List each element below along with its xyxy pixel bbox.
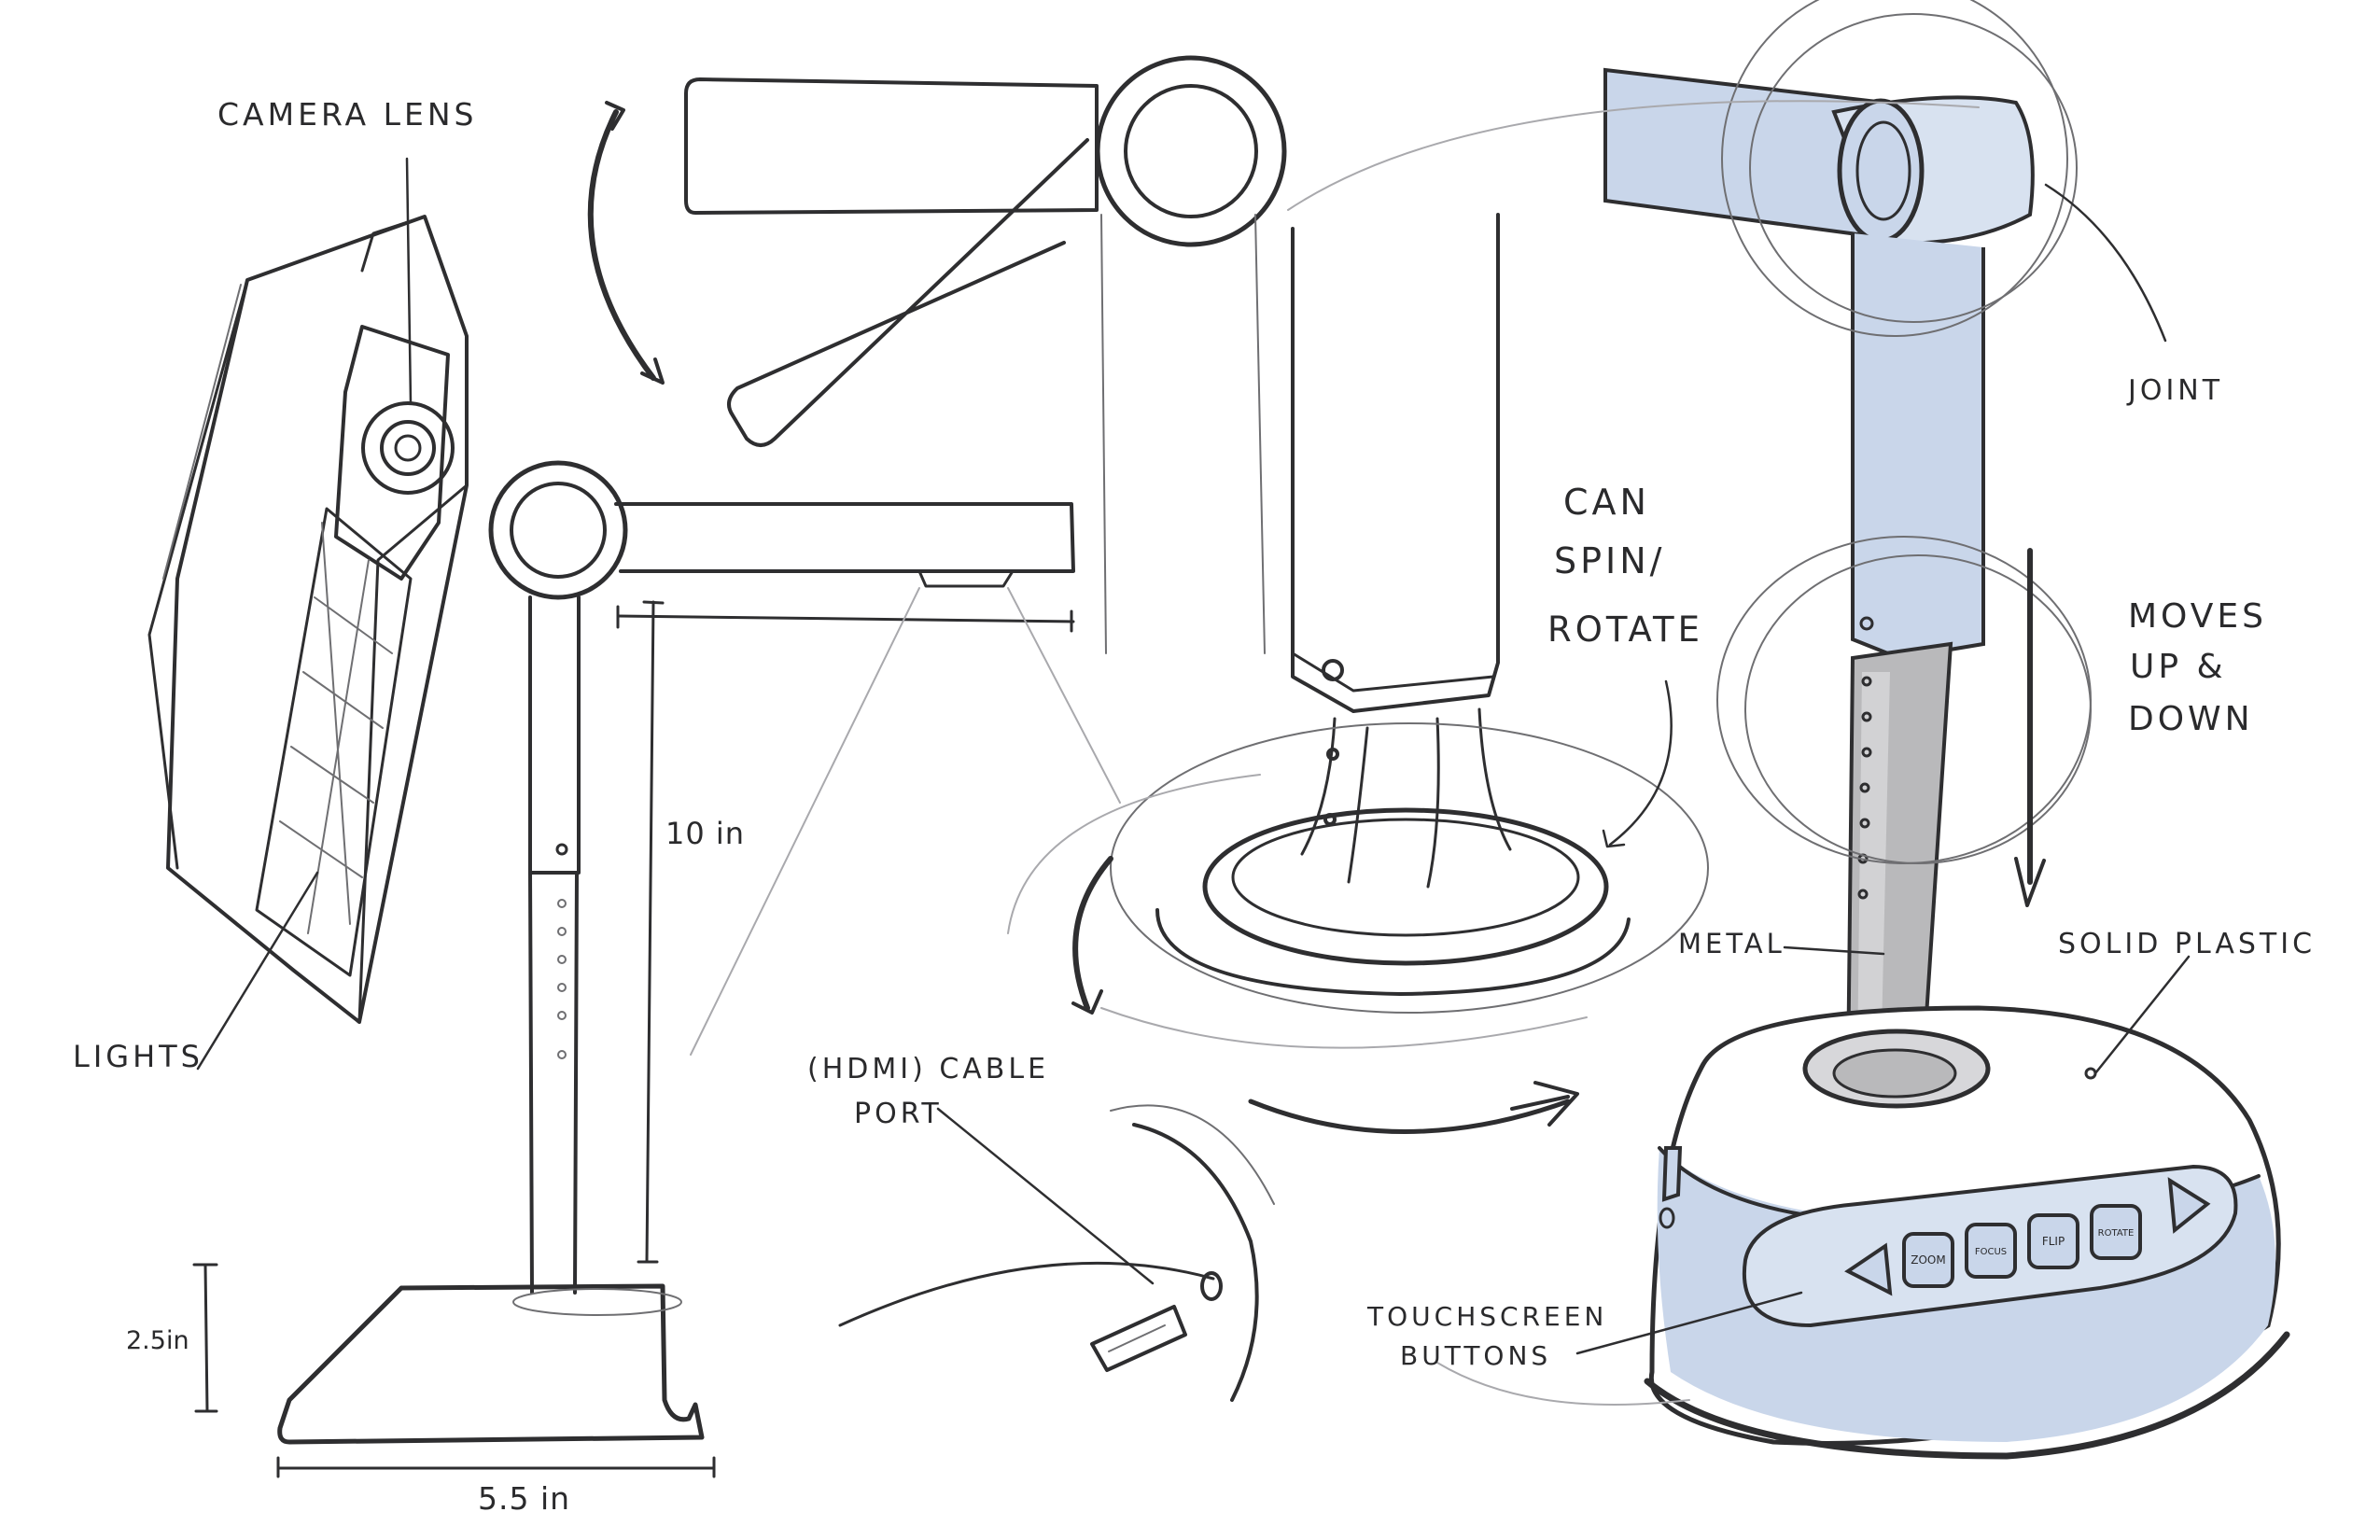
touch-button-label: ROTATE — [2098, 1228, 2135, 1239]
touch-button-label: FLIP — [2042, 1235, 2065, 1248]
label-moves-line1: MOVES — [2128, 597, 2267, 636]
label-joint: JOINT — [2128, 374, 2224, 407]
label-moves-line2: UP & — [2130, 648, 2227, 686]
label-spin-line3: ROTATE — [1547, 609, 1703, 650]
arm-swing-sketch — [587, 55, 1287, 654]
label-touch-line1: TOUCHSCREEN — [1367, 1301, 1608, 1332]
label-dim-base-height: 2.5in — [126, 1326, 189, 1355]
final-render-sketch: ZOOM FOCUS FLIP ROTATE — [1287, 0, 2290, 1460]
label-solid-plastic: SOLID PLASTIC — [2058, 928, 2317, 960]
label-spin-line1: CAN — [1563, 482, 1650, 523]
camera-head-sketch — [147, 157, 469, 1071]
label-hdmi-line1: (HDMI) CABLE — [807, 1053, 1050, 1085]
label-spin-line2: SPIN/ — [1554, 540, 1666, 581]
label-touch-line2: BUTTONS — [1400, 1340, 1552, 1371]
label-dim-height-arm: 10 in — [665, 816, 746, 851]
label-camera-lens: CAMERA LENS — [217, 96, 478, 133]
label-hdmi-line2: PORT — [854, 1098, 943, 1130]
touch-button — [2027, 1213, 2079, 1269]
touch-button-label: FOCUS — [1975, 1247, 2007, 1257]
label-metal: METAL — [1678, 928, 1785, 959]
label-dim-base-width: 5.5 in — [478, 1480, 571, 1517]
touch-button — [1965, 1223, 2017, 1279]
touch-button-row: ZOOM FOCUS FLIP ROTATE — [1902, 1204, 2142, 1288]
touch-button — [1902, 1232, 1954, 1288]
label-lights: LIGHTS — [73, 1039, 203, 1074]
rotation-detail-sketch — [1007, 213, 1709, 1134]
touch-button — [2090, 1204, 2142, 1260]
touch-button-label: ZOOM — [1911, 1253, 1945, 1267]
hdmi-port-detail-sketch — [838, 1104, 1275, 1402]
side-view-dimensioned-sketch — [192, 460, 1121, 1478]
label-moves-line3: DOWN — [2128, 700, 2254, 738]
